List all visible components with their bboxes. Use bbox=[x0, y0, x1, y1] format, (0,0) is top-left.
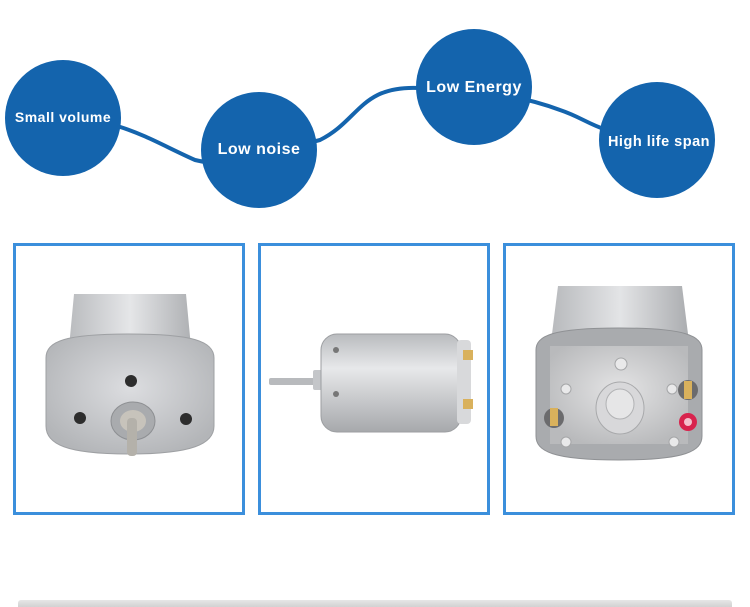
product-image-side bbox=[258, 243, 490, 515]
feature-circle-high-life-span bbox=[599, 82, 715, 198]
feature-label-small-volume: Small volume bbox=[14, 109, 112, 125]
feature-label-low-noise: Low noise bbox=[217, 141, 301, 158]
feature-chain: Small volume Low noise Low Energy High l… bbox=[0, 0, 750, 230]
product-image-back bbox=[503, 243, 735, 515]
motor-back-image bbox=[535, 286, 703, 461]
bottom-divider bbox=[18, 600, 732, 607]
motor-front-image bbox=[45, 294, 215, 456]
feature-circle-small-volume bbox=[5, 60, 121, 176]
feature-label-low-energy: Low Energy bbox=[426, 79, 522, 96]
motor-side-image bbox=[269, 333, 473, 433]
feature-connector bbox=[5, 29, 715, 208]
product-image-front bbox=[13, 243, 245, 515]
feature-circle-low-noise bbox=[201, 92, 317, 208]
feature-circle-low-energy bbox=[416, 29, 532, 145]
feature-label-high-life-span: High life span bbox=[607, 134, 711, 150]
